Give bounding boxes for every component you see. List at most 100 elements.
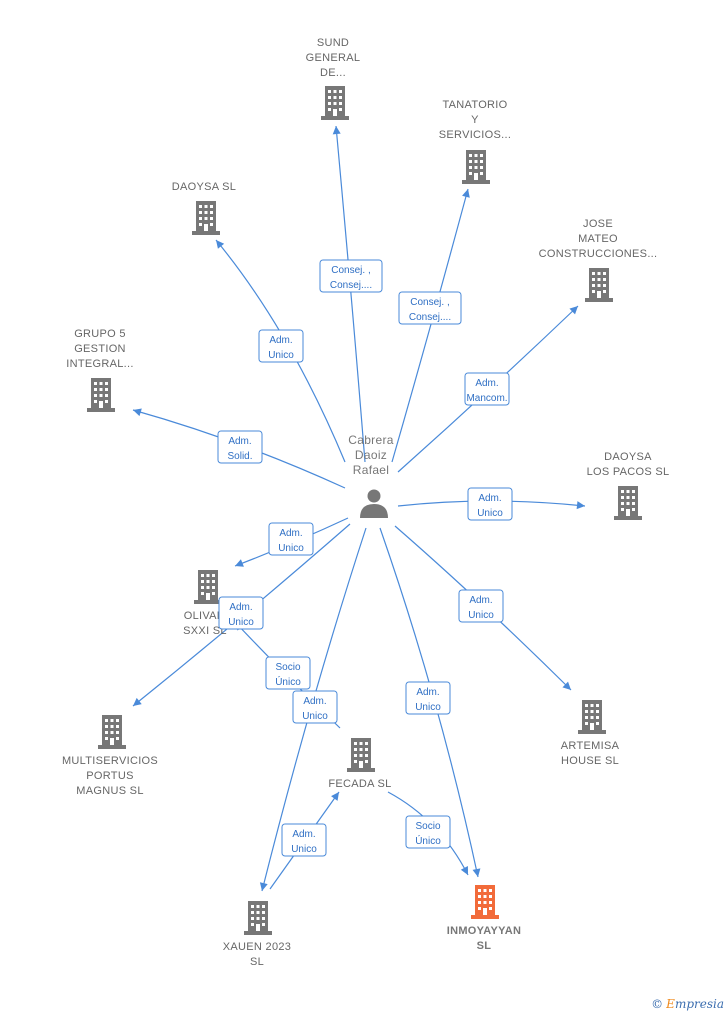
relation-text: Adm. [269,335,292,346]
brand-name: mpresia [674,997,724,1011]
relation-edge [335,125,366,463]
relation-text: Adm. [292,829,315,840]
company-node-daoysapacos[interactable]: DAOYSA LOS PACOS SL [587,451,670,520]
arrowhead [259,882,268,891]
building-icon [462,150,490,184]
company-name-line: ARTEMISA [561,740,620,752]
relation-text: Consej. , [331,265,370,276]
building-icon [578,700,606,734]
company-name-line: DAOYSA SL [172,181,236,193]
relation-text: Solid. [227,451,252,462]
company-name-line: MAGNUS SL [76,785,144,797]
relation-text: Adm. [279,528,302,539]
relation-text: Unico [302,711,328,722]
relation-text: Socio [415,821,440,832]
relation-text: Adm. [416,687,439,698]
arrowhead [216,240,225,249]
company-name-line: OLIVAM [184,610,227,622]
relation-text: Unico [228,617,254,628]
relation-label-r-inmoyayyan[interactable]: Adm.Unico [405,681,451,715]
company-name-line: SERVICIOS... [439,129,511,141]
company-name-line: JOSE [583,218,613,230]
relation-text: Mancom. [466,393,507,404]
company-name-line: GESTION [74,343,126,355]
relation-label-r-sund[interactable]: Consej. , Consej.... [319,259,383,293]
building-icon [87,378,115,412]
company-node-artemisa[interactable]: ARTEMISA HOUSE SL [561,700,620,767]
company-name-line: HOUSE SL [561,755,619,767]
company-name-line: LOS PACOS SL [587,466,670,478]
relation-text: Adm. [228,436,251,447]
building-icon [347,738,375,772]
company-name-line: SUND [317,37,349,49]
company-node-jose[interactable]: JOSE MATEO CONSTRUCCIONES... [539,218,658,302]
company-name-line: MULTISERVICIOS [62,755,158,767]
arrowhead [462,189,470,198]
relation-label-r-jose[interactable]: Adm.Mancom. [464,372,510,406]
relation-label-r-fecada[interactable]: Adm. Unico [281,823,327,857]
company-node-inmoyayyan[interactable]: INMOYAYYAN SL [447,885,522,952]
relation-text: Unico [477,508,503,519]
building-icon [321,86,349,120]
company-name-line: MATEO [578,233,618,245]
relation-label-r-daoysapacos[interactable]: Adm. Unico [467,487,513,521]
company-node-tanatorio[interactable]: TANATORIOYSERVICIOS... [439,99,511,184]
relation-text: Único [415,834,441,847]
relation-text: Unico [468,610,494,621]
company-node-fecada[interactable]: FECADA SL [328,738,391,790]
company-node-olivam[interactable]: OLIVAM SXXI SL [183,570,227,637]
company-name-line: CONSTRUCCIONES... [539,248,658,260]
building-icon [471,885,499,919]
company-node-multiservicios[interactable]: MULTISERVICIOS PORTUS MAGNUS SL [62,715,158,797]
relations-layer: Consej. , Consej.... Consej. , Consej.... Ad… [217,259,513,857]
company-name-line: DE... [320,67,346,79]
company-node-grupo5[interactable]: GRUPO 5GESTIONINTEGRAL... [66,328,133,412]
arrowhead [235,559,244,567]
company-name-line: SL [477,940,492,952]
relation-text: Unico [291,844,317,855]
relation-label-r-xauen[interactable]: Adm.Unico [292,690,338,724]
empresia-watermark: ©Empresia [651,997,724,1011]
building-icon [192,201,220,235]
building-icon [244,901,272,935]
relation-text: Consej.... [409,312,451,323]
company-name-line: SXXI SL [183,625,227,637]
arrowhead [472,868,481,877]
arrowhead [569,306,578,315]
relation-text: Socio [275,662,300,673]
relation-label-r-daoysa[interactable]: Adm.Unico [258,329,304,363]
company-node-daoysa[interactable]: DAOYSA SL [172,181,236,235]
relation-label-r-olivam[interactable]: Adm.Unico [268,522,314,556]
relation-edge [391,188,469,463]
relation-text: Adm. [478,493,501,504]
company-name-line: DAOYSA [604,451,652,463]
relation-text: Consej. , [410,297,449,308]
company-name-line: Y [471,114,479,126]
relation-text: Consej.... [330,280,372,291]
relation-label-r-grupo5[interactable]: Adm. Solid. [217,430,263,464]
person-icon [360,489,388,518]
copyright-symbol: © [651,997,664,1011]
person-name-line: Cabrera [348,433,393,447]
arrowhead [332,126,341,135]
company-name-line: PORTUS [86,770,133,782]
relation-label-r-artemisa[interactable]: Adm.Unico [458,589,504,623]
building-icon [585,268,613,302]
arrowhead [133,697,142,706]
relation-text: Único [275,675,301,688]
arrowhead [133,408,142,417]
arrowhead [331,792,339,801]
brand-initial: E [666,997,675,1011]
relation-label-r-multiservicios[interactable]: Adm.Unico [218,596,264,630]
building-icon [194,570,222,604]
arrowhead [576,501,585,510]
company-name-line: XAUEN 2023 [223,941,291,953]
relation-label-r-tanatorio[interactable]: Consej. , Consej.... [398,291,462,325]
building-icon [98,715,126,749]
company-name-line: INMOYAYYAN [447,925,522,937]
company-node-sund[interactable]: SUNDGENERALDE... [306,37,361,120]
